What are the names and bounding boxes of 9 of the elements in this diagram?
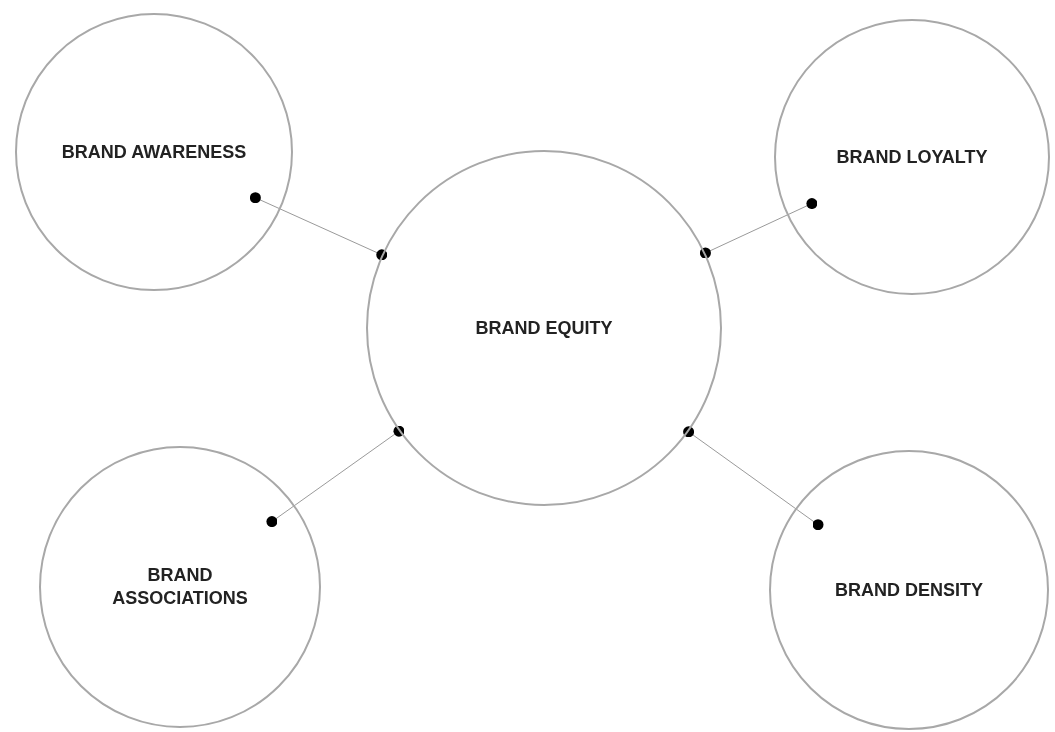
topic-label: BRAND DENSITY [835, 578, 983, 602]
connector-line [699, 198, 818, 259]
topic-label: BRAND AWARENESS [61, 140, 247, 164]
connector-line [683, 426, 824, 531]
topic-label: BRAND ASSOCIATIONS [111, 564, 249, 610]
topic-label: BRAND EQUITY [475, 316, 613, 340]
connector-line [249, 192, 388, 261]
topic-label: BRAND LOYALTY [836, 145, 988, 169]
connector-line [266, 425, 405, 528]
